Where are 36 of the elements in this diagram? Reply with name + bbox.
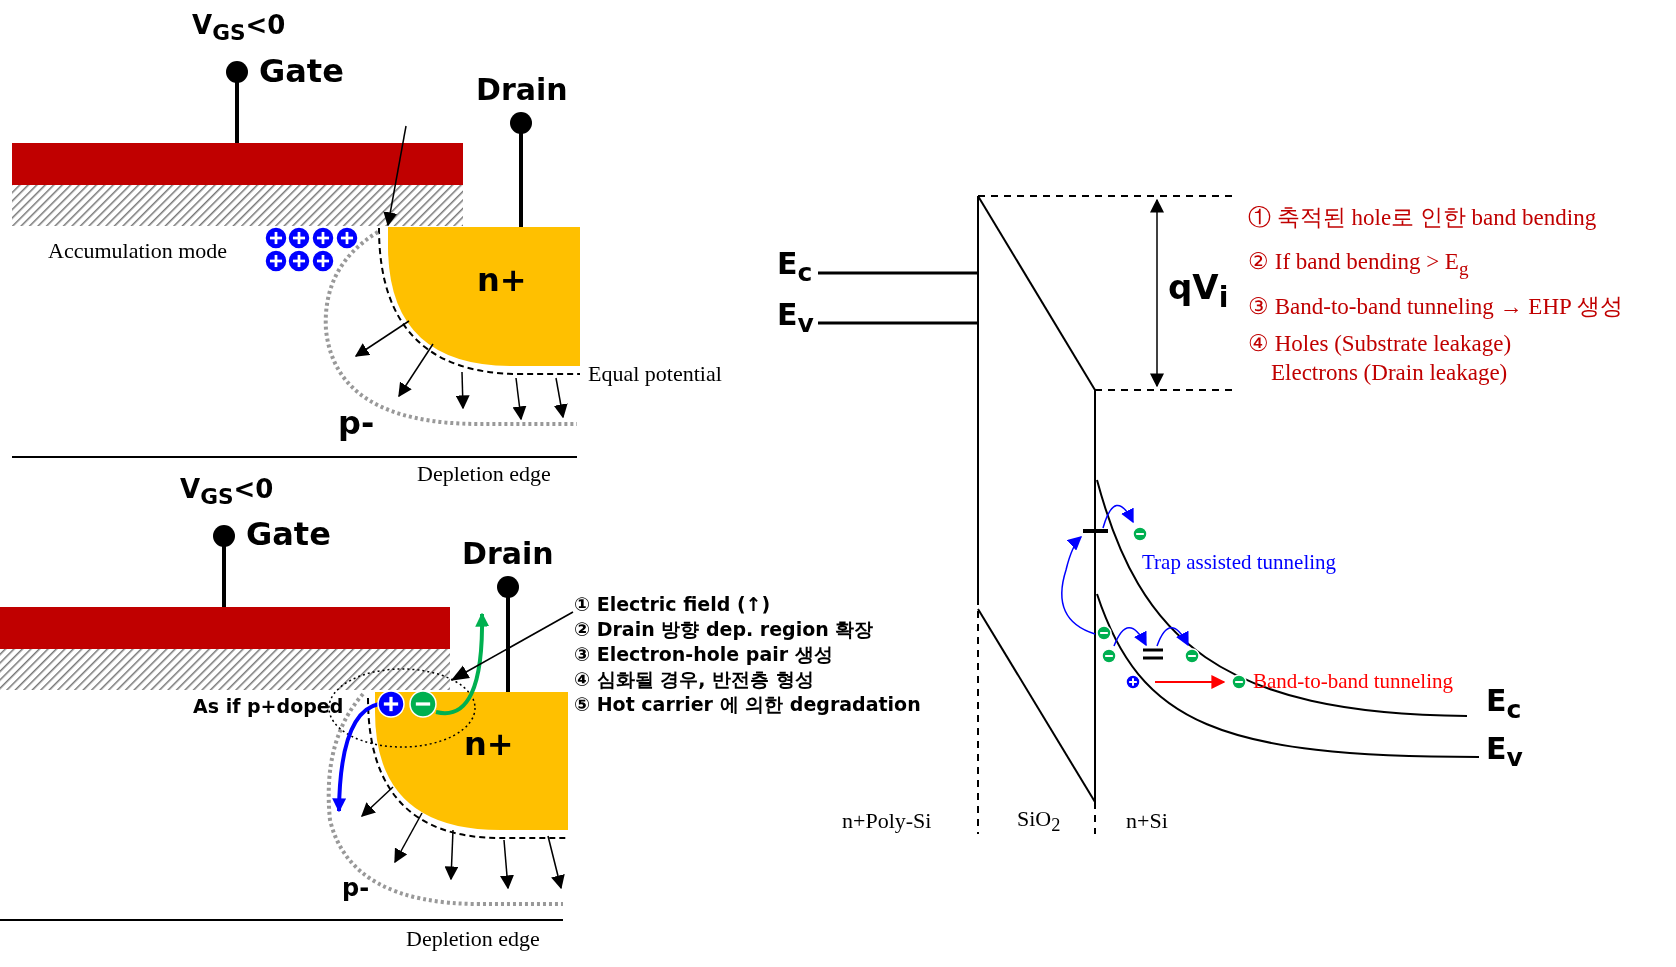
line-label: Depletion edge [406, 926, 540, 952]
band-label: E$_{c}$ [777, 247, 813, 287]
band-label: E$_{v}$ [1486, 732, 1523, 772]
region-label: n+ [477, 263, 527, 299]
note-text: ③ Electron-hole pair 생성 [574, 642, 834, 667]
region-label: Accumulation mode [48, 238, 227, 264]
note-text: ④ 심화될 경우, 반전층 형성 [574, 667, 815, 692]
line-label: Depletion edge [417, 461, 551, 487]
terminal-label: Drain [476, 72, 568, 106]
note-text: ② If band bending > E$_{g}$ [1248, 249, 1469, 279]
note-text: ③ Band-to-band tunneling → EHP 생성 [1248, 294, 1623, 320]
line-label: Equal potential [588, 361, 722, 387]
mechanism-label: Trap assisted tunneling [1142, 551, 1337, 575]
terminal-label: Drain [462, 536, 554, 570]
note-text: Electrons (Drain leakage) [1271, 360, 1508, 386]
region-label: p- [338, 406, 375, 442]
terminal-label: Gate [259, 54, 344, 90]
terminal-label: Gate [246, 517, 331, 553]
voltage-label: V$_{GS}$<0 [180, 475, 274, 509]
band-label: E$_{v}$ [777, 298, 814, 338]
leader-line [450, 611, 574, 681]
note-text: ① Electric field (↑) [574, 592, 772, 617]
note-text: ② Drain 방향 dep. region 확장 [574, 617, 875, 642]
potential-label: qV$_{i}$ [1168, 269, 1229, 313]
note-text: ⑤ Hot carrier 에 의한 degradation [574, 692, 921, 717]
region-label: As if p+doped [193, 695, 344, 717]
voltage-label: V$_{GS}$<0 [192, 11, 286, 45]
mechanism-label: Band-to-band tunneling [1253, 670, 1454, 694]
region-label: p- [342, 874, 370, 902]
region-label: n+Si [1126, 808, 1168, 834]
note-text: ④ Holes (Substrate leakage) [1248, 331, 1512, 357]
region-label: n+ [464, 727, 514, 763]
region-label: n+Poly-Si [842, 808, 932, 834]
note-text: ① 축적된 hole로 인한 band bending [1248, 205, 1597, 231]
region-label: SiO$_{2}$ [1017, 806, 1061, 836]
band-label: E$_{c}$ [1486, 684, 1522, 724]
